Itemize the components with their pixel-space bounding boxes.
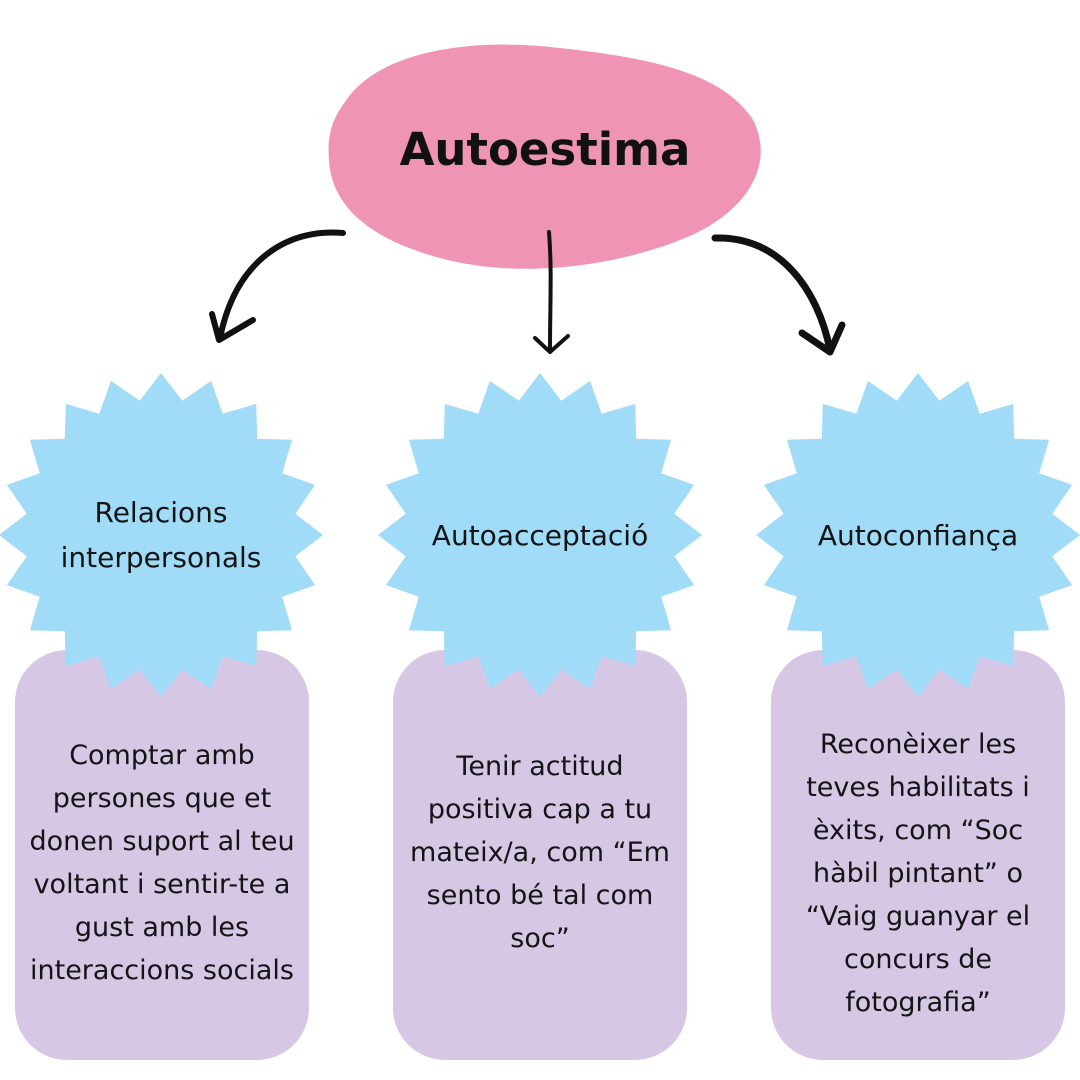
branch-badge-relacions: Relacions interpersonals (0, 372, 324, 698)
branch-label-autoconfianca: Autoconfiança (817, 518, 1019, 552)
branch-card-relacions: Comptar amb persones que et donen suport… (15, 650, 309, 1060)
branch-card-autoacceptacio: Tenir actitud positiva cap a tu mateix/a… (393, 650, 687, 1060)
badge-shape (0, 373, 323, 697)
arrow-center (547, 230, 553, 352)
branch-badge-autoacceptacio: Autoacceptació (377, 372, 703, 698)
arrowhead-center (533, 334, 570, 354)
arrowhead-right (798, 321, 846, 356)
arrow-left (217, 229, 346, 341)
branch-badge-autoconfianca: Autoconfiança (755, 372, 1080, 698)
root-blob-shape (328, 44, 761, 269)
branch-card-autoconfianca: Reconèixer les teves habilitats i èxits,… (771, 650, 1065, 1060)
badge-shape (378, 373, 702, 697)
root-title: Autoestima (399, 123, 691, 176)
card-description-relacions: Comptar amb persones que et donen suport… (29, 740, 295, 986)
card-description-autoconfianca: Reconèixer les teves habilitats i èxits,… (805, 729, 1031, 1018)
card-description-autoacceptacio: Tenir actitud positiva cap a tu mateix/a… (410, 751, 670, 954)
badge-shape (756, 373, 1080, 697)
arrow-right (711, 234, 834, 354)
arrowhead-left (209, 311, 256, 343)
branch-label-autoacceptacio: Autoacceptació (431, 518, 649, 552)
branch-label-relacions: Relacions interpersonals (60, 496, 262, 574)
